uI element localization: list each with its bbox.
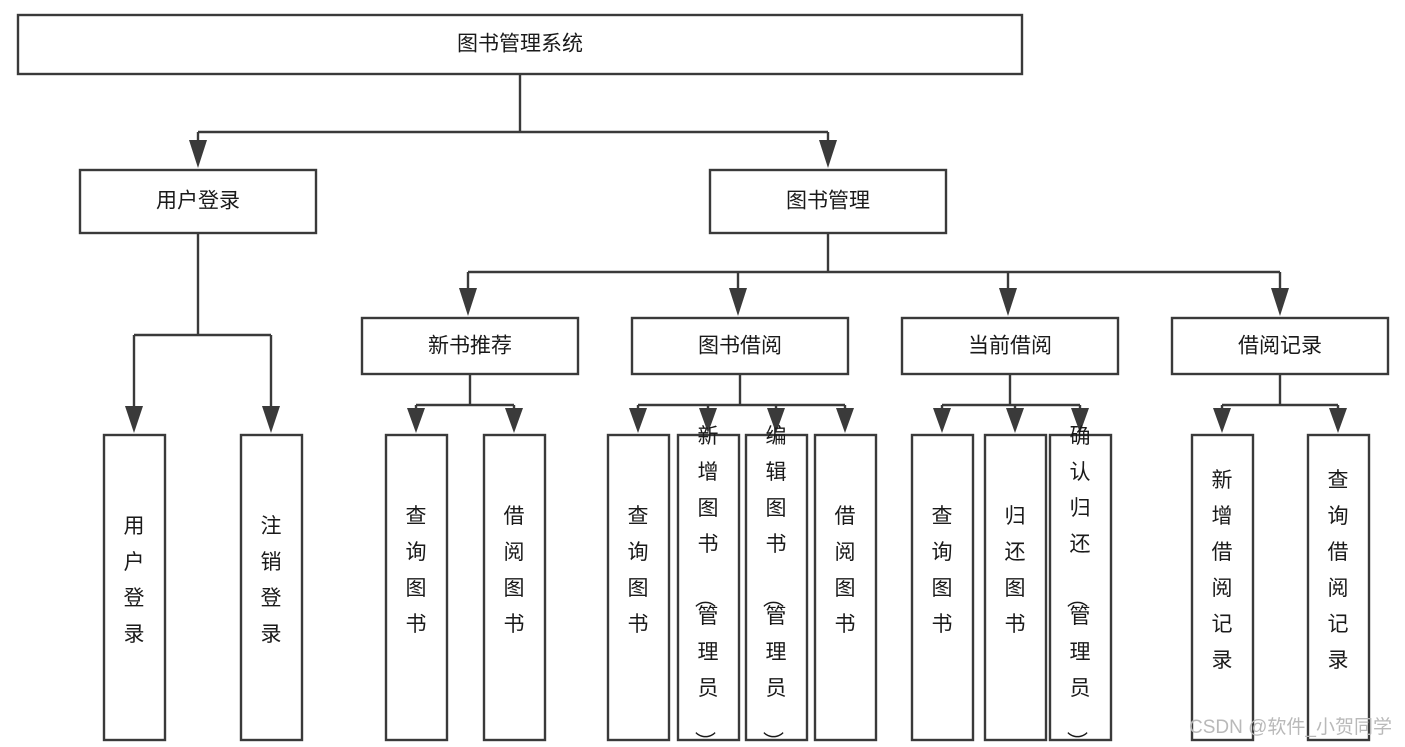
- arrow-head-bb-add-book: [699, 408, 717, 433]
- node-leaf-bb-add-book-box[interactable]: [676, 433, 741, 742]
- node-borrow-record[interactable]: 借阅记录: [1170, 316, 1390, 376]
- node-leaf-br-query-record-box[interactable]: [1306, 433, 1371, 742]
- arrow-head-child-user-login: [125, 406, 143, 433]
- node-leaf-cb-query-book[interactable]: 查询图书: [910, 433, 975, 742]
- node-leaf-nb-query-book-label: 查询图书: [406, 505, 427, 636]
- node-book-management-box[interactable]: [708, 168, 948, 235]
- node-borrow-record-box[interactable]: [1170, 316, 1390, 376]
- node-book-borrow-label: 图书借阅: [698, 335, 782, 358]
- node-leaf-nb-query-book-box[interactable]: [384, 433, 449, 742]
- node-leaf-br-add-record-label: 新增借阅记录: [1212, 469, 1233, 672]
- node-leaf-cb-return-book[interactable]: 归还图书: [983, 433, 1048, 742]
- arrow-head-user-login: [189, 140, 207, 168]
- node-leaf-bb-edit-book[interactable]: 编辑图书（管理员）: [744, 425, 809, 747]
- node-user-login-box[interactable]: [78, 168, 318, 235]
- node-leaf-nb-borrow-book-box[interactable]: [482, 433, 547, 742]
- node-leaf-logout-label: 注销登录: [261, 515, 282, 646]
- node-new-book-recommend[interactable]: 新书推荐: [360, 316, 580, 376]
- node-current-borrow-box[interactable]: [900, 316, 1120, 376]
- node-user-login-label: 用户登录: [156, 190, 240, 213]
- node-current-borrow-label: 当前借阅: [968, 335, 1052, 358]
- arrow-head-br-query-record: [1329, 408, 1347, 433]
- arrow-head-nb-borrow-book: [505, 408, 523, 433]
- node-leaf-user-login-label: 用户登录: [124, 515, 145, 646]
- arrow-head-br-add-record: [1213, 408, 1231, 433]
- node-root-box[interactable]: [16, 13, 1024, 76]
- node-leaf-bb-borrow-book-label: 借阅图书: [835, 505, 856, 636]
- node-leaf-br-query-record[interactable]: 查询借阅记录: [1306, 433, 1371, 742]
- node-leaf-cb-confirm-return-label: 确认归还（管理员）: [1065, 425, 1091, 747]
- node-leaf-br-query-record-label: 查询借阅记录: [1328, 469, 1349, 672]
- connector-layer: [125, 74, 1347, 433]
- node-leaf-bb-query-book-label: 查询图书: [628, 505, 649, 636]
- node-leaf-logout-box[interactable]: [239, 433, 304, 742]
- csdn-watermark: CSDN @软件_小贺同学: [1189, 716, 1392, 738]
- node-book-borrow[interactable]: 图书借阅: [630, 316, 850, 376]
- node-leaf-br-add-record-box[interactable]: [1190, 433, 1255, 742]
- node-leaf-bb-borrow-book-box[interactable]: [813, 433, 878, 742]
- arrow-head-cb-return-book: [1006, 408, 1024, 433]
- node-book-management-label: 图书管理: [786, 190, 870, 213]
- node-leaf-nb-borrow-book-label: 借阅图书: [504, 505, 525, 636]
- arrow-head-bb-edit-book: [767, 408, 785, 433]
- node-leaf-bb-query-book-box[interactable]: [606, 433, 671, 742]
- node-user-login[interactable]: 用户登录: [78, 168, 318, 235]
- leaf-nodes-layer: 用户登录 注销登录 查询图书 借阅图书 查询图书 新增图书（管理员）: [102, 425, 1371, 747]
- arrow-head-cb-confirm-return: [1071, 408, 1089, 433]
- node-leaf-cb-confirm-return-box[interactable]: [1048, 433, 1113, 742]
- arrow-head-bb-query-book: [629, 408, 647, 433]
- node-leaf-cb-return-book-box[interactable]: [983, 433, 1048, 742]
- arrow-head-borrow-record: [1271, 288, 1289, 316]
- node-leaf-cb-query-book-label: 查询图书: [932, 505, 953, 636]
- node-root-label: 图书管理系统: [457, 33, 583, 56]
- node-new-book-recommend-label: 新书推荐: [428, 335, 512, 358]
- node-leaf-bb-query-book[interactable]: 查询图书: [606, 433, 671, 742]
- arrow-head-nb-query-book: [407, 408, 425, 433]
- node-borrow-record-label: 借阅记录: [1238, 335, 1322, 358]
- arrow-head-bb-borrow-book: [836, 408, 854, 433]
- arrow-head-cb-query-book: [933, 408, 951, 433]
- arrow-head-book-borrow: [729, 288, 747, 316]
- node-leaf-nb-query-book[interactable]: 查询图书: [384, 433, 449, 742]
- node-leaf-bb-edit-book-box[interactable]: [744, 433, 809, 742]
- node-leaf-logout[interactable]: 注销登录: [239, 433, 304, 742]
- node-leaf-bb-add-book[interactable]: 新增图书（管理员）: [676, 425, 741, 747]
- arrow-head-new-book-rec: [459, 288, 477, 316]
- arrow-head-book-mgmt: [819, 140, 837, 168]
- node-leaf-user-login-box[interactable]: [102, 433, 167, 742]
- node-book-borrow-box[interactable]: [630, 316, 850, 376]
- node-leaf-nb-borrow-book[interactable]: 借阅图书: [482, 433, 547, 742]
- arrow-head-current-borrow: [999, 288, 1017, 316]
- node-leaf-cb-return-book-label: 归还图书: [1005, 505, 1026, 636]
- node-book-management[interactable]: 图书管理: [708, 168, 948, 235]
- node-leaf-bb-edit-book-label: 编辑图书（管理员）: [761, 425, 787, 747]
- node-leaf-cb-query-book-box[interactable]: [910, 433, 975, 742]
- node-leaf-user-login[interactable]: 用户登录: [102, 433, 167, 742]
- node-leaf-br-add-record[interactable]: 新增借阅记录: [1190, 433, 1255, 742]
- arrow-head-child-logout: [262, 406, 280, 433]
- node-new-book-recommend-box[interactable]: [360, 316, 580, 376]
- node-root[interactable]: 图书管理系统: [16, 13, 1024, 76]
- node-leaf-cb-confirm-return[interactable]: 确认归还（管理员）: [1048, 425, 1113, 747]
- node-leaf-bb-add-book-label: 新增图书（管理员）: [693, 425, 719, 747]
- node-leaf-bb-borrow-book[interactable]: 借阅图书: [813, 433, 878, 742]
- node-current-borrow[interactable]: 当前借阅: [900, 316, 1120, 376]
